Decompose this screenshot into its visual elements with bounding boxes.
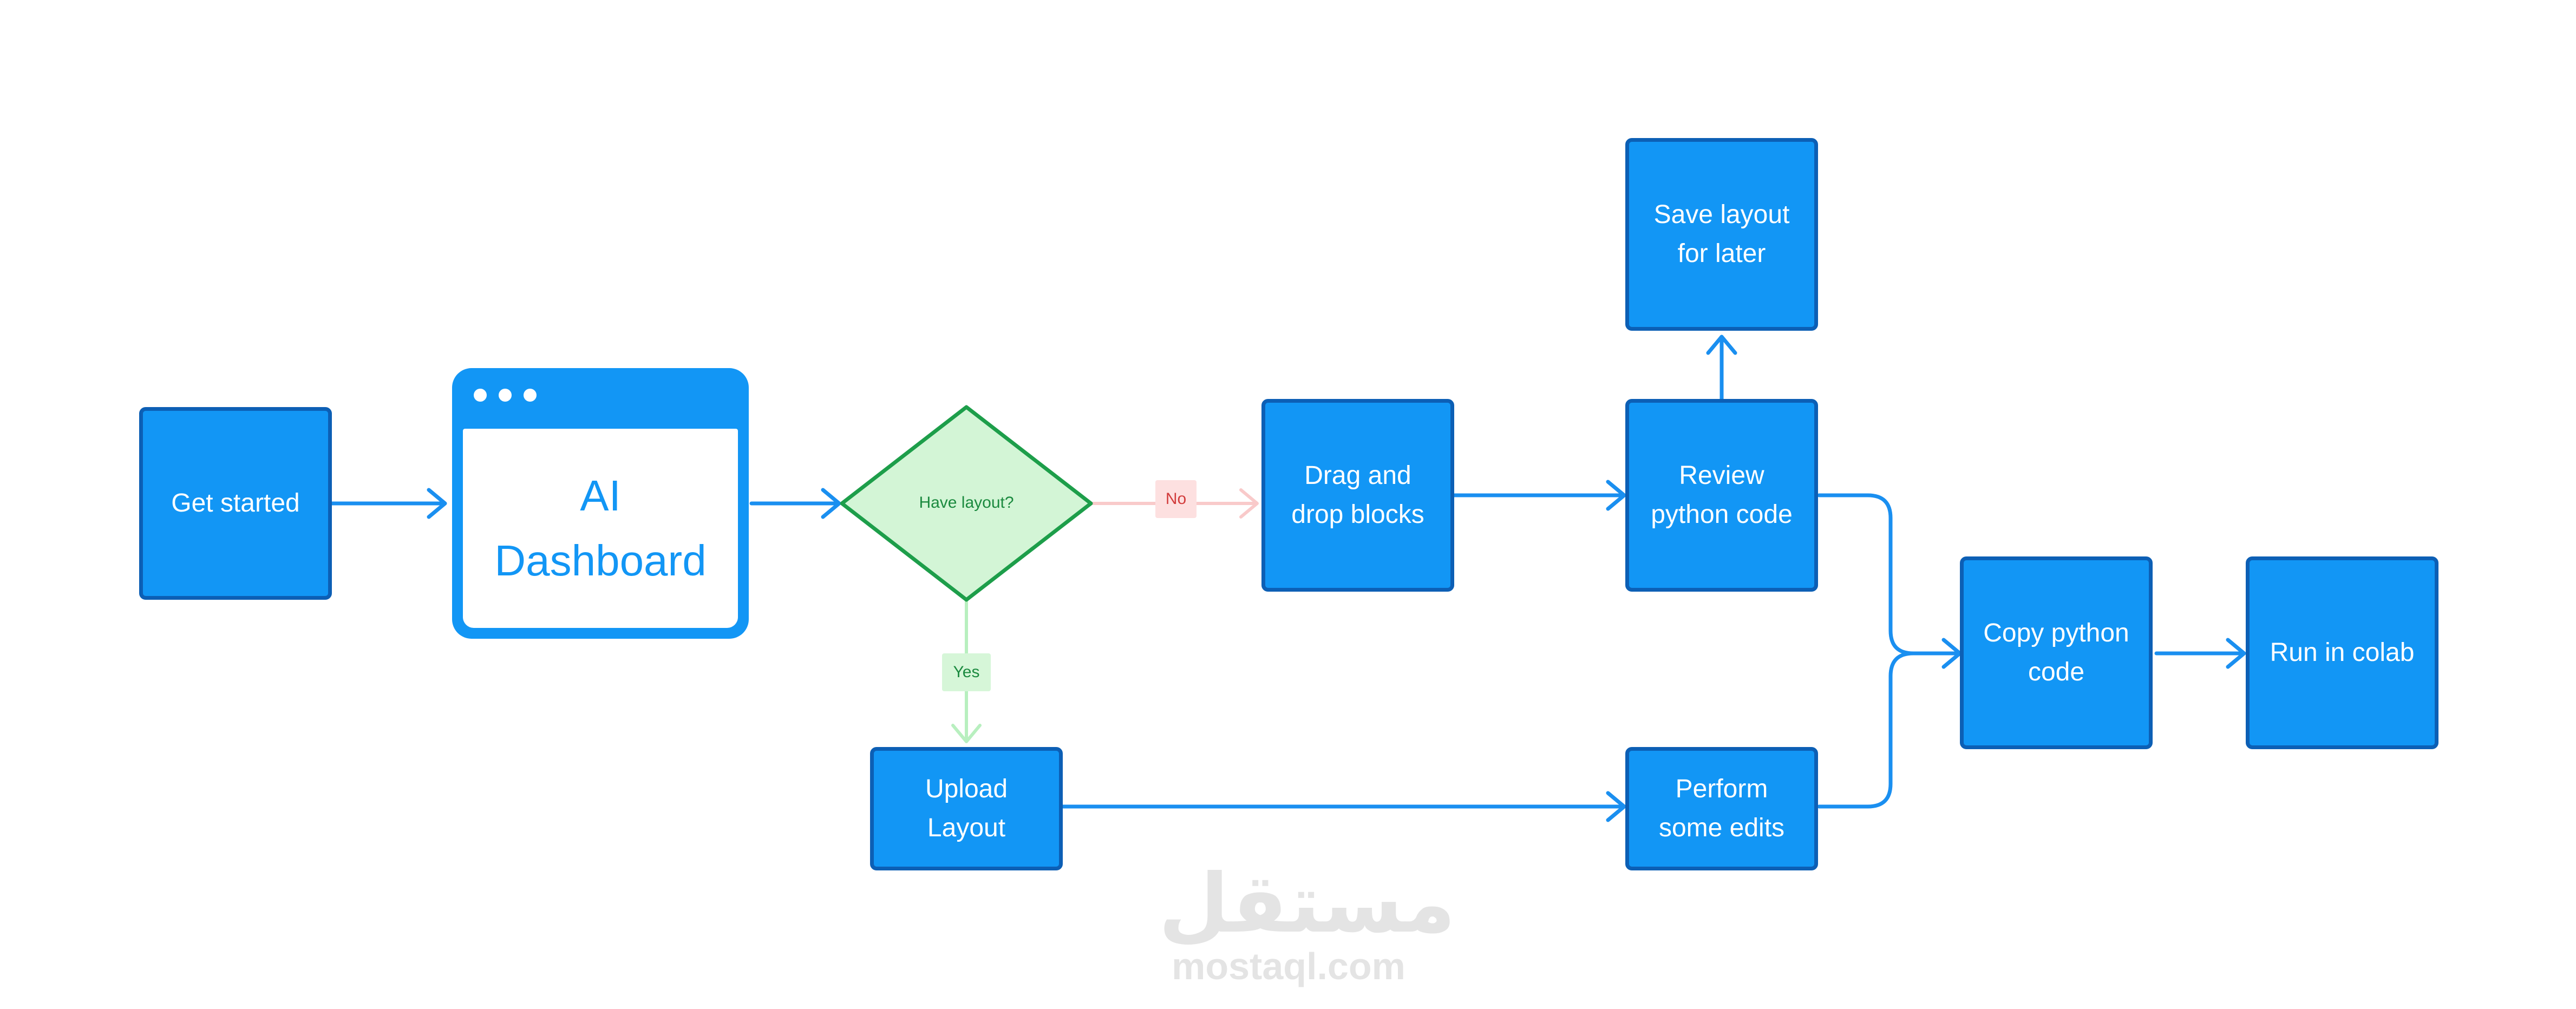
node-ai-dashboard-label: AI Dashboard	[494, 471, 707, 585]
node-run-colab-label: Run in colab	[2270, 638, 2415, 667]
node-review-code-label: Review python code	[1651, 461, 1793, 529]
arrow-get-started-to-dashboard	[330, 488, 447, 519]
window-dots	[474, 389, 537, 402]
arrow-drag-to-review	[1452, 480, 1626, 511]
watermark-latin: mostaql.com	[1172, 945, 1405, 987]
node-perform-edits[interactable]: Perform some edits	[1625, 747, 1818, 870]
node-upload-layout[interactable]: Upload Layout	[870, 747, 1063, 870]
node-drag-drop-label: Drag and drop blocks	[1291, 461, 1424, 529]
window-dot-icon	[474, 389, 487, 402]
arrow-upload-to-edits	[1061, 791, 1626, 822]
node-save-layout[interactable]: Save layout for later	[1625, 138, 1818, 331]
window-dot-icon	[524, 389, 537, 402]
browser-content-area: AI Dashboard	[463, 429, 738, 628]
arrow-review-to-save	[1706, 335, 1737, 401]
node-perform-edits-label: Perform some edits	[1658, 775, 1785, 842]
decision-diamond	[840, 405, 1093, 602]
arrow-edits-to-copy	[1817, 638, 1962, 809]
arrow-copy-to-run	[2154, 638, 2246, 669]
node-copy-code[interactable]: Copy python code	[1960, 556, 2153, 749]
arrow-review-to-copy	[1817, 493, 1962, 656]
node-upload-layout-label: Upload Layout	[925, 775, 1008, 842]
decision-label: Have layout?	[919, 494, 1014, 512]
window-dot-icon	[499, 389, 512, 402]
node-drag-drop[interactable]: Drag and drop blocks	[1261, 399, 1454, 592]
node-ai-dashboard[interactable]: AI Dashboard	[452, 368, 749, 639]
node-review-code[interactable]: Review python code	[1625, 399, 1818, 592]
arrow-dashboard-to-decision	[749, 488, 841, 519]
node-copy-code-label: Copy python code	[1983, 619, 2129, 686]
node-run-colab[interactable]: Run in colab	[2246, 556, 2438, 749]
node-get-started[interactable]: Get started	[139, 407, 332, 600]
branch-yes-tag: Yes	[942, 653, 991, 691]
branch-no-tag: No	[1155, 480, 1197, 518]
node-get-started-label: Get started	[171, 489, 300, 517]
node-save-layout-label: Save layout for later	[1653, 200, 1790, 268]
watermark-arabic: مستقل	[1159, 857, 1456, 951]
